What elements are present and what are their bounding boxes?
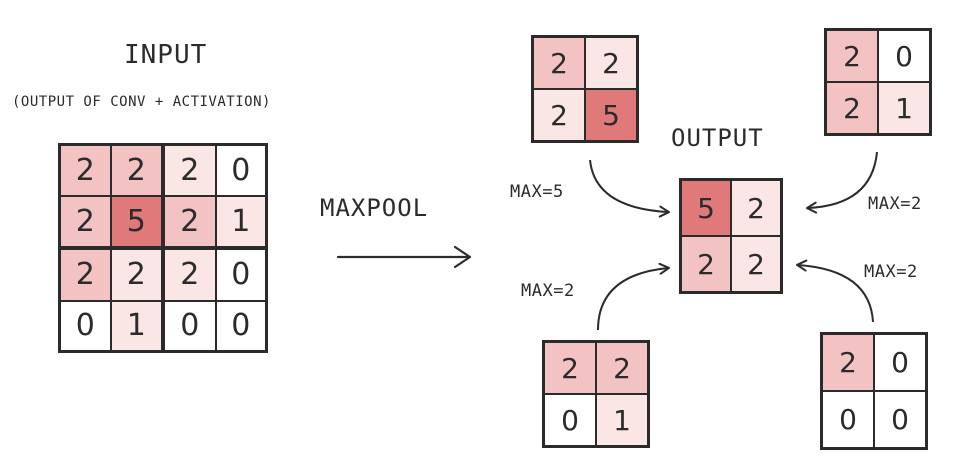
grid-cell: 2: [820, 332, 874, 391]
max-label-bottom-right: MAX=2: [864, 262, 918, 282]
output-title: OUTPUT: [671, 124, 764, 152]
grid-cell: 2: [58, 195, 111, 248]
grid-cell: 0: [58, 300, 111, 353]
grid-cell: 0: [878, 28, 932, 82]
grid-cell: 1: [878, 82, 932, 136]
maxpool-label: MAXPOOL: [320, 194, 429, 222]
grid-cell: 2: [163, 195, 216, 248]
grid-cell: 2: [542, 340, 596, 394]
grid-cell: 2: [596, 340, 650, 394]
grid-cell: 2: [531, 35, 585, 89]
max-label-top-right: MAX=2: [868, 194, 922, 214]
grid-cell: 0: [215, 143, 268, 196]
grid-cell: 1: [110, 300, 163, 353]
max-label-top-left: MAX=5: [510, 182, 564, 202]
grid-cell: 0: [542, 394, 596, 448]
grid-cell: 2: [731, 236, 783, 294]
arrow-top-left: [589, 159, 670, 218]
grid-cell: 2: [163, 248, 216, 301]
grid-cell: 2: [531, 89, 585, 143]
arrow-bottom-right: [796, 259, 874, 323]
grid-cell: 0: [874, 332, 928, 391]
arrow-bottom-left: [597, 262, 670, 331]
grid-cell: 2: [585, 35, 639, 89]
grid-cell: 2: [58, 248, 111, 301]
grid-cell: 0: [820, 391, 874, 450]
grid-cell: 0: [215, 248, 268, 301]
grid-cell: 2: [731, 178, 783, 236]
grid-cell: 0: [215, 300, 268, 353]
grid-cell: 5: [679, 178, 731, 236]
grid-cell: 1: [215, 195, 268, 248]
grid-cell: 0: [874, 391, 928, 450]
maxpool-arrow-head: [453, 245, 472, 269]
grid-cell: 2: [824, 28, 878, 82]
grid-cell: 2: [163, 143, 216, 196]
input-title: INPUT: [124, 40, 208, 70]
grid-cell: 2: [110, 248, 163, 301]
grid-cell: 2: [110, 143, 163, 196]
grid-cell: 2: [58, 143, 111, 196]
grid-cell: 5: [585, 89, 639, 143]
grid-cell: 2: [824, 82, 878, 136]
arrow-top-right: [806, 151, 878, 214]
max-label-bottom-left: MAX=2: [521, 281, 575, 301]
grid-cell: 1: [596, 394, 650, 448]
input-subtitle: (OUTPUT OF CONV + ACTIVATION): [12, 94, 271, 110]
grid-cell: 2: [679, 236, 731, 294]
grid-cell: 0: [163, 300, 216, 353]
grid-cell: 5: [110, 195, 163, 248]
